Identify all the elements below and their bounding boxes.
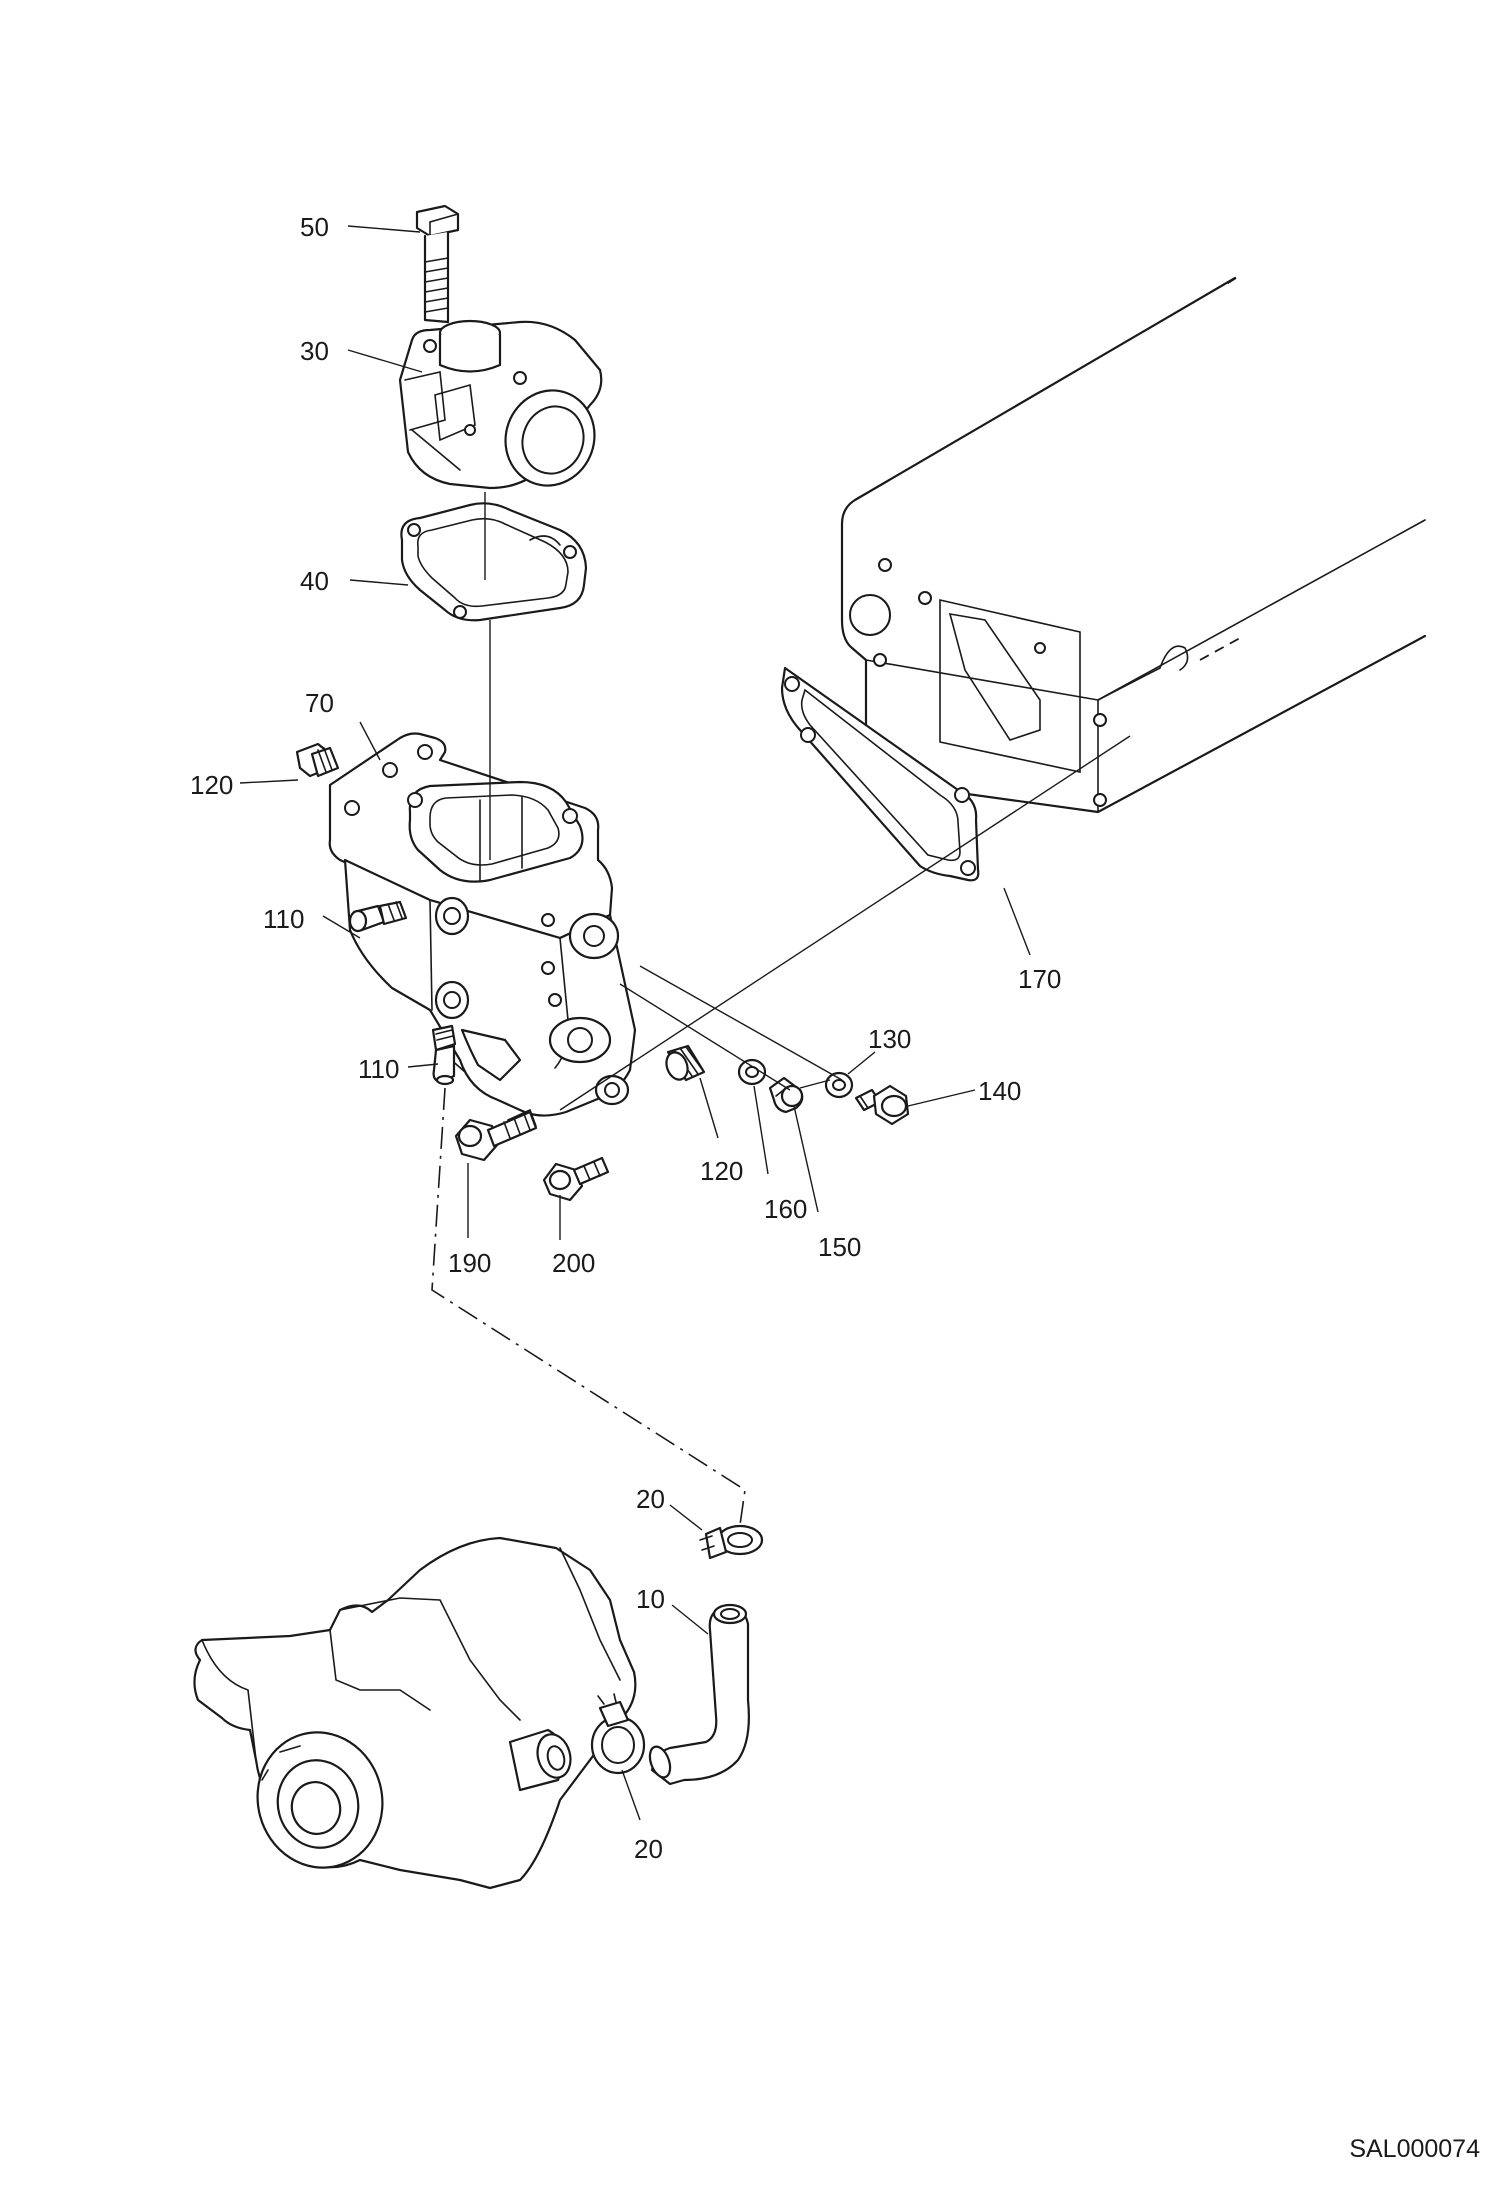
washer-130: [824, 1071, 854, 1099]
bolt-140: [854, 1084, 910, 1126]
washer-160: [737, 1058, 767, 1086]
hose-clamp-20-lower: [590, 1693, 646, 1775]
hose-clamp-20-upper: [699, 1524, 764, 1560]
callout-40: 40: [300, 566, 329, 596]
plug-120-right: [665, 1044, 706, 1082]
callout-70: 70: [305, 688, 334, 718]
drawing-id: SAL000074: [1349, 2135, 1480, 2163]
callout-20-upper: 20: [636, 1484, 665, 1514]
bolt-200: [542, 1156, 610, 1202]
bolt-50: [415, 204, 460, 324]
engine-block: [840, 276, 1427, 814]
callout-10: 10: [636, 1584, 665, 1614]
gasket-170: [780, 666, 980, 882]
callout-170: 170: [1018, 964, 1061, 994]
gasket-40: [400, 502, 588, 622]
callout-50: 50: [300, 212, 329, 242]
hose-10: [648, 1603, 750, 1786]
plug-120-left: [295, 742, 340, 778]
callout-190: 190: [448, 1248, 491, 1278]
callout-leaders: [239, 225, 1031, 1821]
alignment-lines: [431, 492, 1131, 1526]
thermostat-housing-70: [328, 732, 637, 1117]
plug-150: [768, 1076, 804, 1114]
fitting-110-upper: [348, 900, 408, 933]
bolt-190: [454, 1108, 538, 1162]
water-pump: [193, 1536, 637, 1890]
fitting-110-lower: [431, 1024, 457, 1086]
callout-160: 160: [764, 1194, 807, 1224]
callout-120-left: 120: [190, 770, 233, 800]
callout-130: 130: [868, 1024, 911, 1054]
callout-140: 140: [978, 1076, 1021, 1106]
callout-110-lower: 110: [358, 1054, 399, 1084]
callout-120-right: 120: [700, 1156, 743, 1186]
callout-30: 30: [300, 336, 329, 366]
callout-20-lower: 20: [634, 1834, 663, 1864]
callout-110-upper: 110: [263, 904, 304, 934]
callout-labels: 50 30 40 70 120 110 110 190 200 120 160 …: [190, 212, 1061, 1864]
callout-200: 200: [552, 1248, 595, 1278]
callout-150: 150: [818, 1232, 861, 1262]
thermostat-cover-30: [398, 319, 603, 490]
